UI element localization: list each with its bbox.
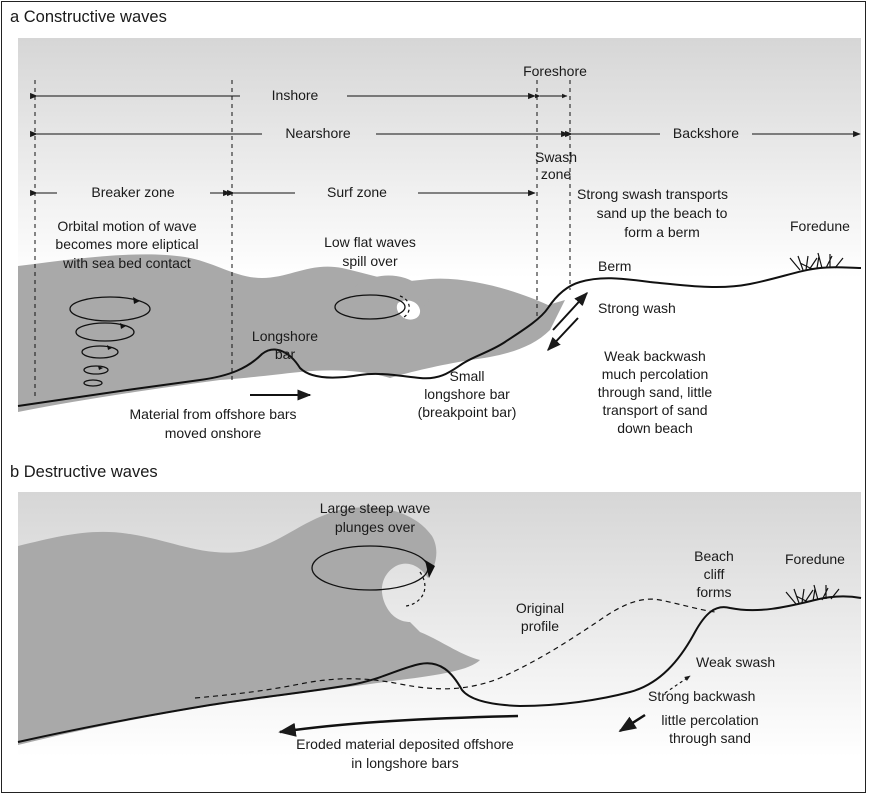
percolation-text-2: through sand — [630, 730, 790, 747]
longshore-bar-label-1: Longshore — [235, 328, 335, 345]
weak-backwash-text-4: transport of sand — [575, 402, 735, 419]
longshore-bar-label-2: bar — [235, 346, 335, 363]
orbital-text-1: Orbital motion of wave — [20, 218, 234, 235]
beach-cliff-text-3: forms — [684, 584, 744, 601]
inshore-label: Inshore — [247, 87, 343, 104]
original-profile-text-1: Original — [500, 600, 580, 617]
large-wave-text-2: plunges over — [300, 519, 450, 536]
breaker-zone-label: Breaker zone — [57, 184, 209, 201]
beach-cliff-text-2: cliff — [684, 566, 744, 583]
material-text-1: Material from offshore bars — [110, 406, 316, 423]
percolation-text-1: little percolation — [630, 712, 790, 729]
beach-cliff-text-1: Beach — [684, 548, 744, 565]
low-flat-text-1: Low flat waves — [300, 234, 440, 251]
small-bar-label-3: (breakpoint bar) — [412, 404, 522, 421]
foredune-label-b: Foredune — [785, 551, 845, 568]
eroded-text-2: in longshore bars — [270, 755, 540, 772]
swash-zone-label-2: zone — [524, 166, 588, 183]
foreshore-label: Foreshore — [515, 63, 595, 80]
weak-backwash-text-2: much percolation — [575, 366, 735, 383]
large-wave-text-1: Large steep wave — [300, 500, 450, 517]
surf-zone-label: Surf zone — [297, 184, 417, 201]
strong-swash-text-1: Strong swash transports — [577, 186, 728, 203]
low-flat-text-2: spill over — [300, 253, 440, 270]
foredune-label-a: Foredune — [790, 218, 850, 235]
small-bar-label-1: Small — [412, 368, 522, 385]
eroded-text-1: Eroded material deposited offshore — [270, 736, 540, 753]
orbital-text-3: with sea bed contact — [20, 255, 234, 272]
weak-backwash-text-5: down beach — [575, 420, 735, 437]
strong-wash-label: Strong wash — [598, 300, 676, 317]
weak-backwash-text-1: Weak backwash — [575, 348, 735, 365]
weak-backwash-text-3: through sand, little — [575, 384, 735, 401]
original-profile-text-2: profile — [500, 618, 580, 635]
panel-b-title: b Destructive waves — [10, 464, 158, 481]
backshore-label: Backshore — [662, 125, 750, 142]
strong-swash-text-2: sand up the beach to — [577, 205, 747, 222]
material-text-2: moved onshore — [110, 425, 316, 442]
orbital-text-2: becomes more eliptical — [20, 236, 234, 253]
berm-label: Berm — [598, 258, 631, 275]
panel-a-title: a Constructive waves — [10, 9, 167, 26]
nearshore-label: Nearshore — [262, 125, 374, 142]
weak-swash-label: Weak swash — [696, 654, 775, 671]
strong-backwash-label: Strong backwash — [648, 688, 755, 705]
swash-zone-label-1: Swash — [524, 149, 588, 166]
small-bar-label-2: longshore bar — [412, 386, 522, 403]
strong-swash-text-3: form a berm — [577, 224, 747, 241]
